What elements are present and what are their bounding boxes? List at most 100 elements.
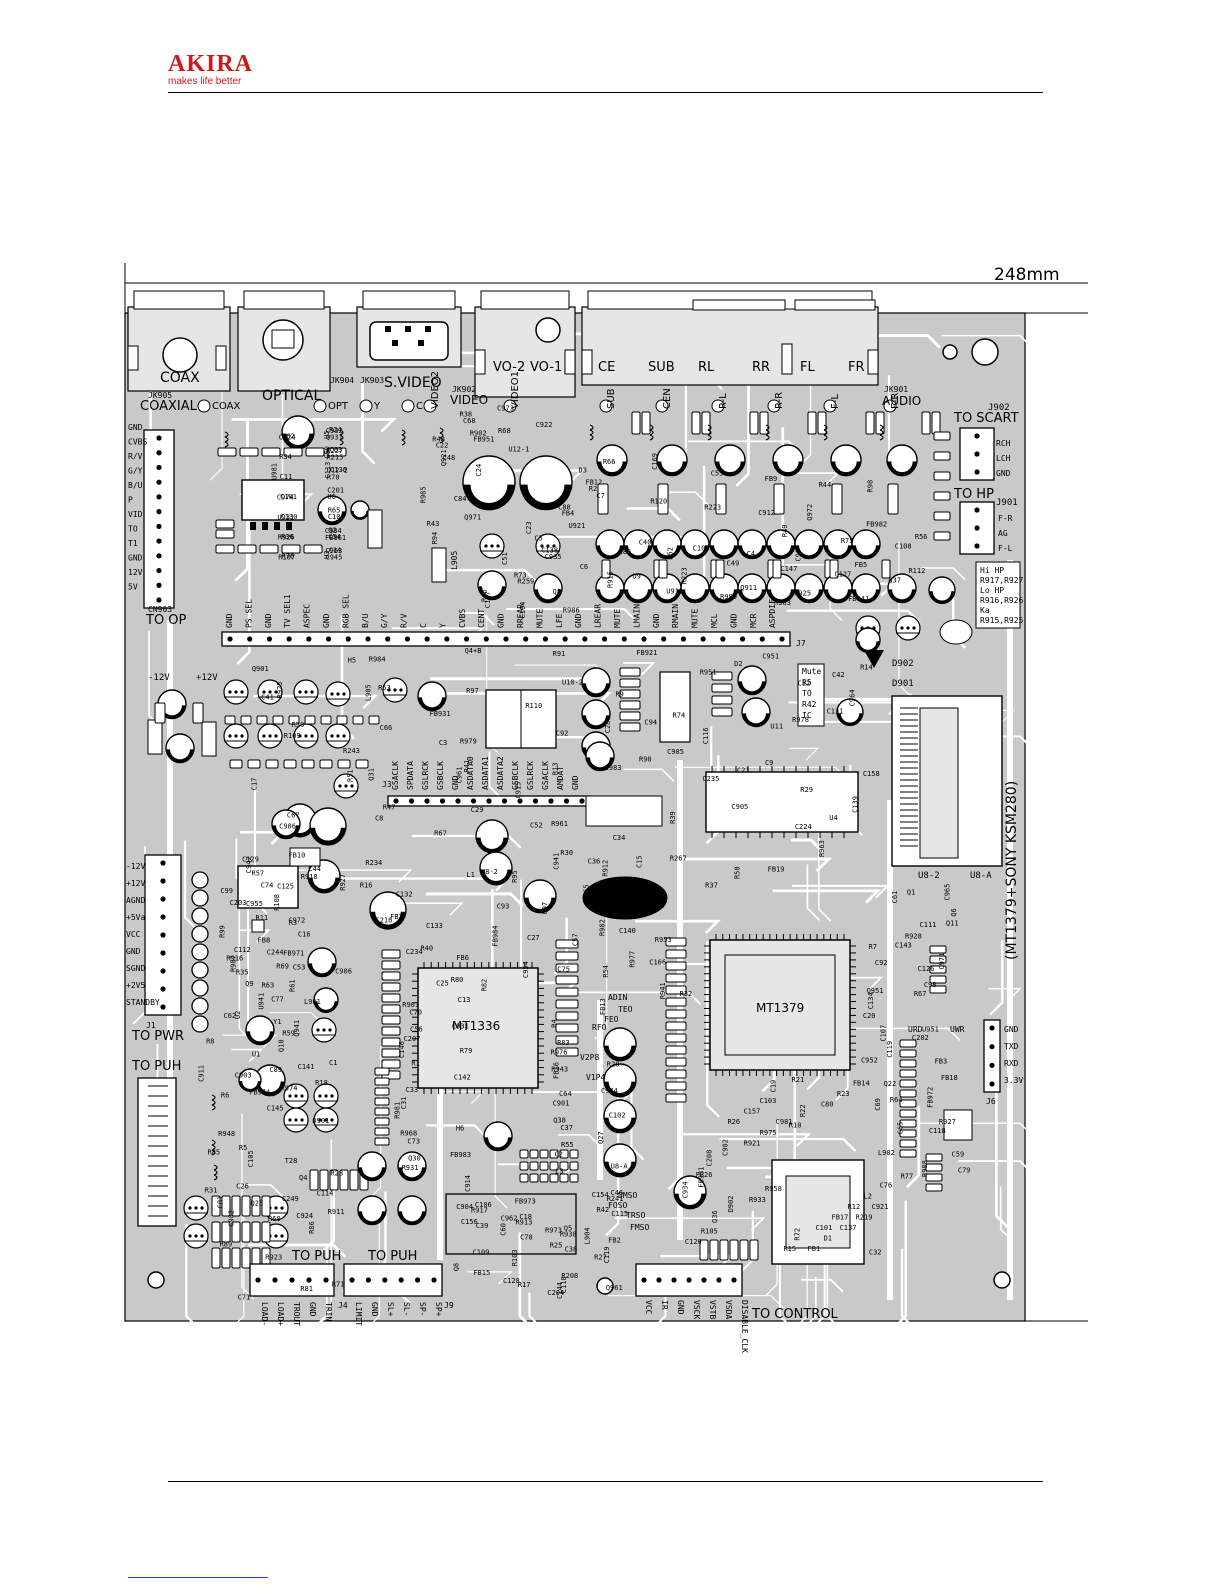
inductor (224, 436, 229, 443)
audio-channel-label: CE (598, 360, 615, 375)
inductor (211, 1149, 216, 1156)
transistor-lead (552, 544, 556, 548)
capacitor-polarity-band (653, 589, 681, 604)
smd-component (231, 1247, 241, 1269)
ref-designator: C944 (601, 1087, 618, 1095)
ref-designator: Q941 (293, 1020, 301, 1037)
transistor-lead (188, 1234, 192, 1238)
smd-component (215, 529, 235, 539)
ref-designator: R20 (607, 1060, 620, 1068)
ref-designator: C52 (530, 821, 543, 829)
pwr-ref: J1 (146, 1021, 156, 1030)
smd-component (374, 1077, 390, 1086)
ref-designator: C124 (279, 433, 296, 441)
ref-designator: FB10 (288, 852, 305, 860)
ref-designator: C942 (245, 856, 253, 873)
j7-pin-label: PS SEL (244, 599, 253, 628)
audio-filter-inductor (823, 429, 828, 436)
capacitor-polarity-band (520, 484, 572, 511)
transistor-lead (324, 1094, 328, 1098)
ref-designator: FB973 (515, 1198, 536, 1206)
ref-designator: H6 (456, 1125, 464, 1133)
ref-label: U8-2 (918, 871, 940, 881)
ref-designator: R67 (914, 990, 927, 998)
coax-label: COAX (160, 370, 200, 386)
ref-designator: R912 (601, 860, 609, 877)
ref-designator: C120 (685, 1238, 702, 1246)
header-pin (671, 1277, 677, 1283)
smd-component (729, 1239, 739, 1261)
ref-designator: R987 (230, 955, 238, 972)
mute-note-text: Mute (802, 667, 821, 676)
ic-u11 (943, 1109, 973, 1141)
video-label: VIDEO (450, 393, 488, 407)
ref-designator: R81 (300, 1285, 313, 1293)
ref-designator: C912 (758, 509, 775, 517)
transistor-lead (294, 1094, 298, 1098)
smd-component (327, 447, 347, 457)
j7-pin-label: CVBS (458, 609, 467, 628)
audio-resistor (601, 559, 611, 579)
ref-designator: FB921 (636, 649, 657, 657)
ref-designator: FB941 (848, 595, 869, 603)
ref-designator: C105 (247, 1150, 255, 1167)
ic-u981 (241, 479, 305, 521)
transistor-lead (298, 734, 302, 738)
ref-designator: C37 (560, 1124, 573, 1132)
pwr-pin-label: GND (126, 947, 141, 956)
capacitor-polarity-band (742, 713, 770, 728)
smd-component (374, 1107, 390, 1116)
ref-label: D902 (892, 659, 914, 669)
j3-ref: J3 (382, 780, 392, 789)
ref-designator: Q2 (328, 526, 336, 534)
header-pin (974, 433, 980, 439)
ref-designator: D2 (734, 660, 742, 668)
hp-note: R915,R925 (980, 616, 1024, 625)
capacitor-polarity-band (476, 837, 508, 854)
ref-designator: C18 (519, 1213, 532, 1221)
ref-designator: C973 (497, 405, 514, 413)
scart-title: TO SCART (953, 411, 1019, 426)
j7-pin-label: R/V (400, 613, 409, 628)
ref-designator: U11 (770, 722, 783, 730)
smd-component (304, 715, 316, 725)
smd-component (899, 1109, 917, 1118)
smd-component (929, 945, 947, 954)
audio-resistor (807, 411, 817, 435)
smd-component (929, 985, 947, 994)
ref-designator: C139 (851, 796, 859, 813)
crystal-y1 (582, 876, 668, 920)
ref-designator: C98 (924, 981, 937, 989)
j7-pin-label: MCL (710, 613, 719, 628)
smd-component (619, 667, 641, 677)
header-pin (160, 950, 166, 956)
ref-designator: C88 (558, 503, 571, 511)
transistor-lead (324, 1118, 328, 1122)
video-ref: JK902 (452, 385, 476, 394)
ref-designator: U941 (258, 993, 266, 1010)
smd-component (899, 1099, 917, 1108)
ref-designator: R974 (281, 1084, 298, 1092)
audio-filter-inductor (879, 429, 884, 436)
ref-designator: Q6 (950, 908, 958, 916)
audio-cap-smd (597, 483, 609, 515)
ref-designator: R902 (470, 429, 487, 437)
smd-component (549, 1161, 559, 1171)
ref-designator: R19 (618, 889, 631, 897)
smd-component (539, 1173, 549, 1183)
jack-row-label: CEN (662, 388, 673, 409)
jack-pad (423, 399, 437, 413)
capacitor-polarity-band (674, 1193, 706, 1210)
transistor-lead (200, 1206, 204, 1210)
audio-channel-label: FL (800, 360, 815, 375)
smd-component (256, 715, 268, 725)
footer-rule (168, 1481, 1043, 1482)
ref-designator: C46 (610, 1189, 623, 1197)
transistor-lead (234, 734, 238, 738)
audio-filter-inductor (823, 434, 828, 441)
ref-designator: R948 (218, 1130, 235, 1138)
header-pin (974, 507, 980, 513)
smd-component (281, 544, 301, 554)
component-outline (585, 795, 663, 827)
ref-designator: R44 (819, 481, 832, 489)
